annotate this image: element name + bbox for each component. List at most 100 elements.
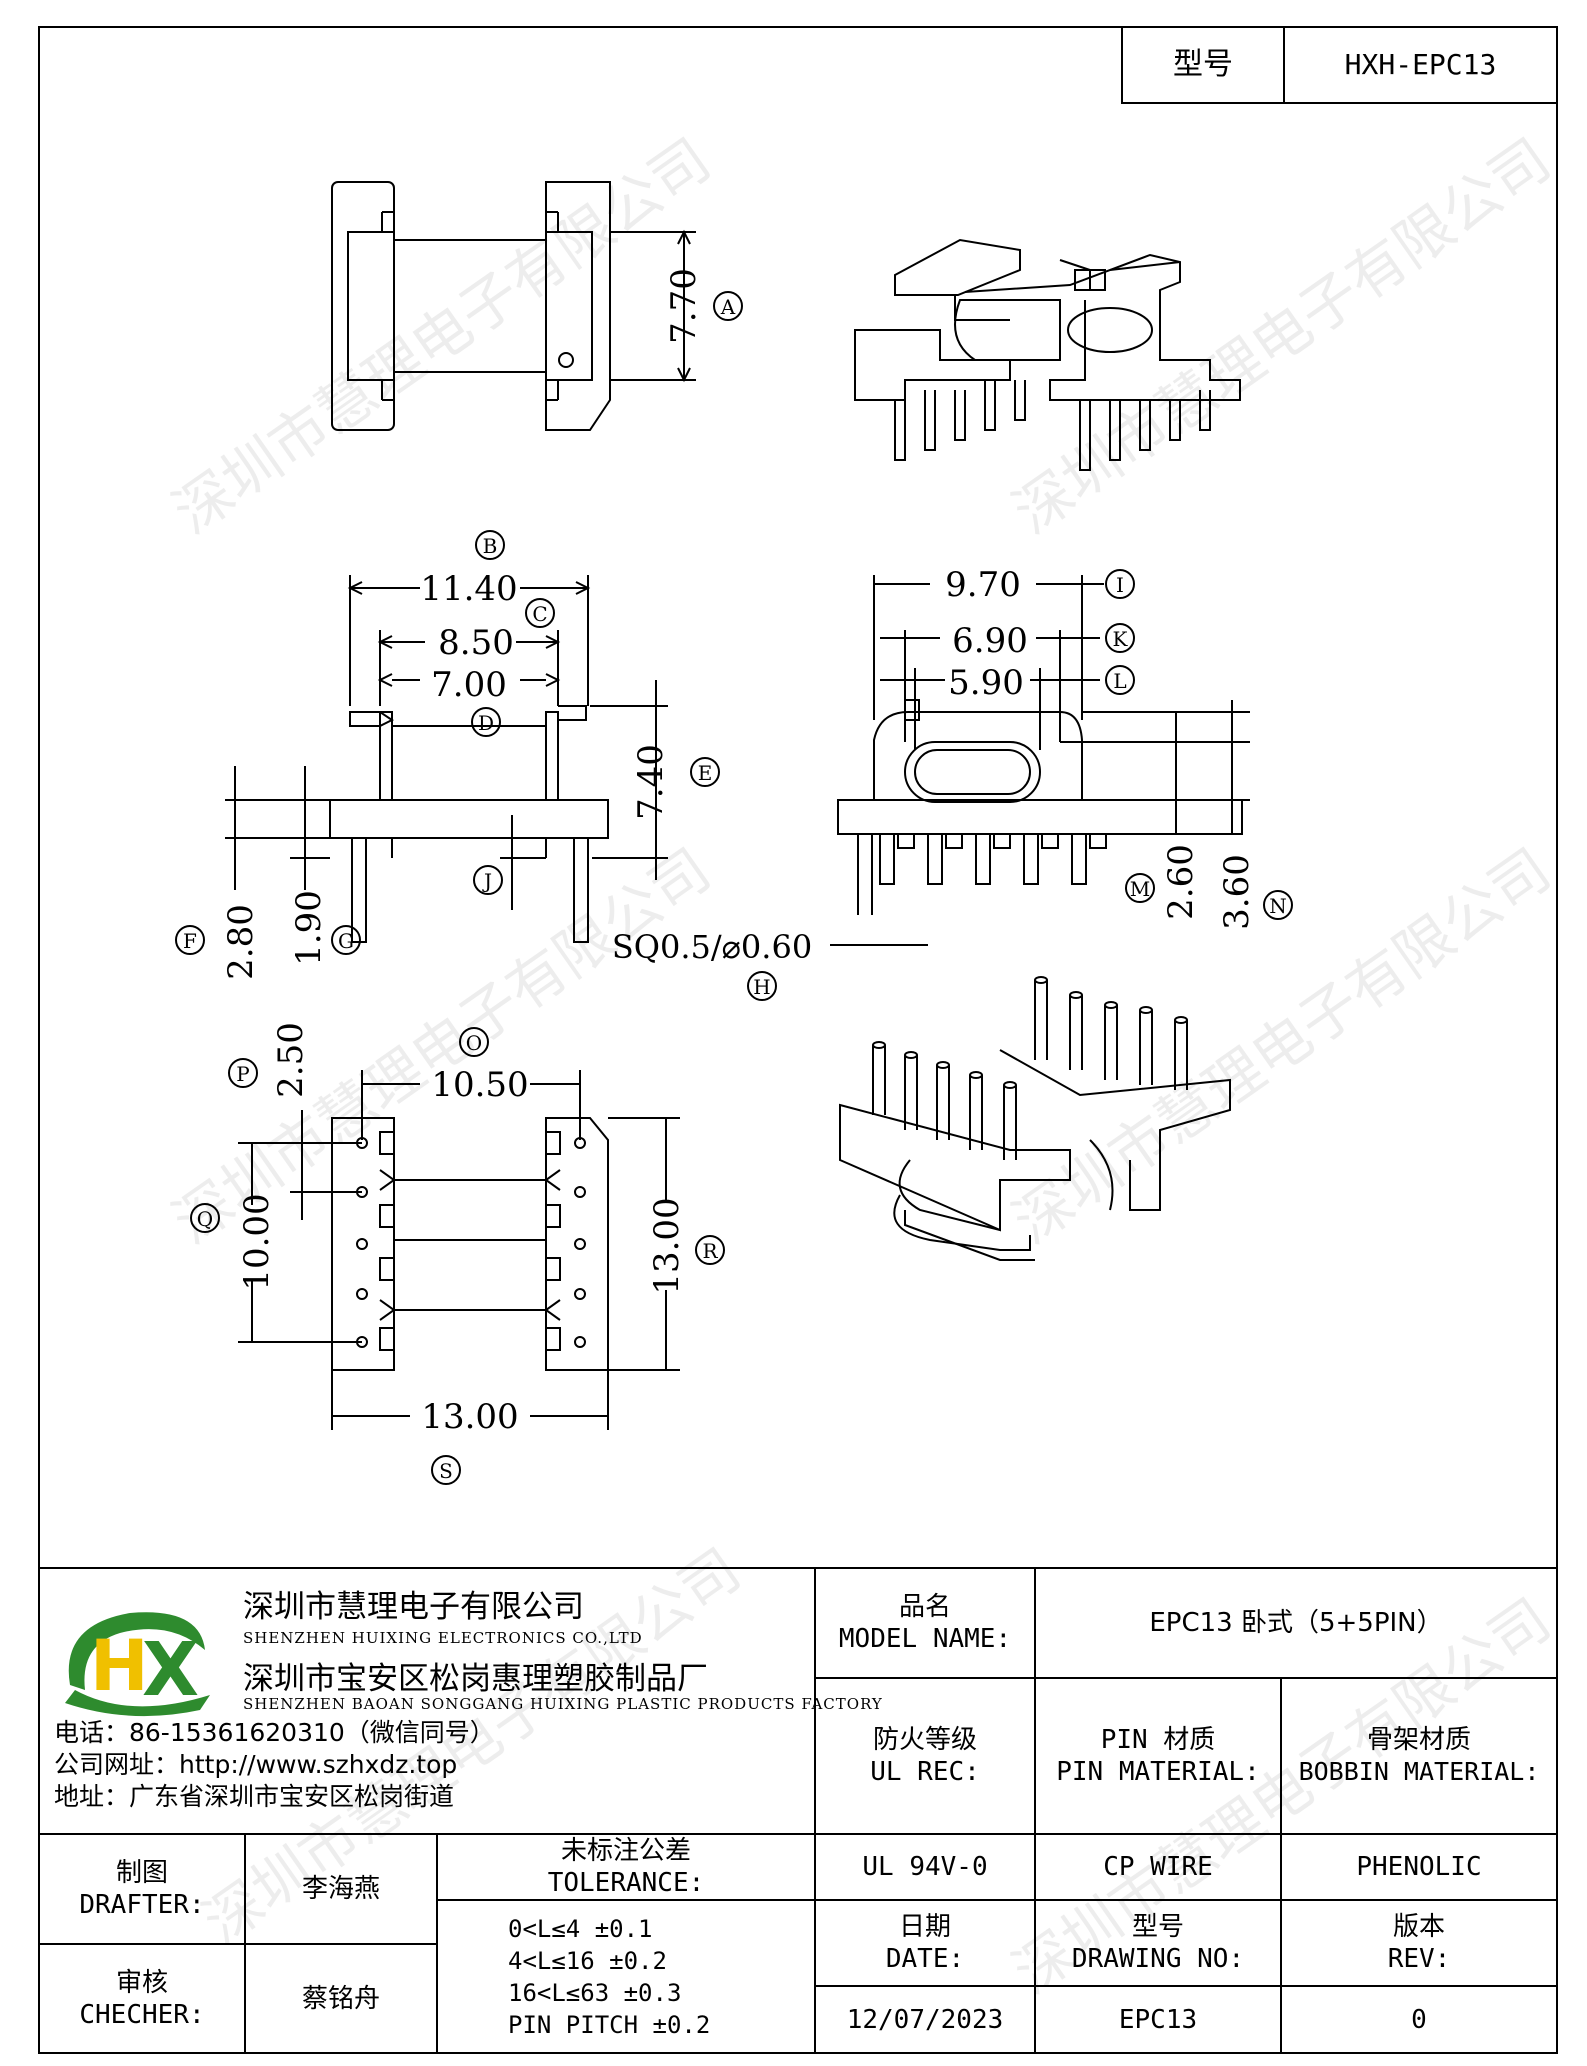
drafter-value: 李海燕 <box>244 1833 438 1945</box>
date-label: 日期 DATE: <box>814 1899 1036 1987</box>
tolerance-row: 16<L≤63 ±0.3 <box>508 1978 682 2007</box>
header-model-value: HXH-EPC13 <box>1283 26 1558 104</box>
model-name-en: MODEL NAME: <box>838 1624 1012 1654</box>
ul-value-text: UL 94V-0 <box>862 1852 988 1882</box>
dim-a-label: A <box>720 295 736 319</box>
dim-g-value: 1.90 <box>289 890 329 966</box>
model-name-value: EPC13 卧式（5+5PIN） <box>1034 1567 1558 1679</box>
drawing-no-en: DRAWING NO: <box>1071 1944 1245 1974</box>
dim-h-label: H <box>753 975 770 999</box>
dim-k-value: 6.90 <box>952 621 1028 661</box>
pin-material-label: PIN 材质 PIN MATERIAL: <box>1034 1677 1282 1835</box>
model-name-value-text: EPC13 卧式（5+5PIN） <box>1149 1608 1443 1638</box>
pin-value: CP WIRE <box>1034 1833 1282 1901</box>
dim-f-label: F <box>183 929 197 953</box>
tolerance-table: 0<L≤4 ±0.1 4<L≤16 ±0.2 16<L≤63 ±0.3 PIN … <box>436 1899 816 2054</box>
rev-value-text: 0 <box>1411 2004 1427 2035</box>
dim-k-label: K <box>1113 627 1129 651</box>
dim-o-label: O <box>466 1031 482 1055</box>
tolerance-en: TOLERANCE: <box>547 1868 705 1898</box>
ul-value: UL 94V-0 <box>814 1833 1036 1901</box>
drafter-label: 制图 DRAFTER: <box>38 1833 246 1945</box>
drawing-no-cn: 型号 <box>1131 1912 1184 1942</box>
pin-material-en: PIN MATERIAL: <box>1056 1757 1260 1787</box>
dim-q-label: Q <box>197 1207 213 1231</box>
header-model-label-text: 型号 <box>1173 47 1233 82</box>
drafter-en: DRAFTER: <box>79 1890 205 1920</box>
isometric-view-bottom <box>839 976 1231 1261</box>
company-address: 地址：广东省深圳市宝安区松岗街道 <box>54 1782 455 1811</box>
dim-p-value: 2.50 <box>271 1022 311 1098</box>
side-view: 7.70 A <box>331 181 743 431</box>
checker-name: 蔡铭舟 <box>301 1983 380 2014</box>
rev-cn: 版本 <box>1392 1912 1445 1942</box>
company-website: 公司网址：http://www.szhxdz.top <box>54 1750 458 1779</box>
drawing-no-value: EPC13 <box>1034 1985 1282 2054</box>
dim-p-label: P <box>236 1062 249 1086</box>
dim-h-value: SQ0.5/⌀0.60 <box>612 928 812 966</box>
bobbin-material-cn: 骨架材质 <box>1366 1725 1471 1755</box>
company-info: H X 深圳市慧理电子有限公司 SHENZHEN HUIXING ELECTRO… <box>40 1573 882 1835</box>
model-name-cn: 品名 <box>898 1592 951 1622</box>
logo-h: H <box>90 1625 149 1707</box>
dim-i-label: I <box>1116 573 1124 597</box>
dim-n-label: N <box>1269 894 1287 918</box>
rev-en: REV: <box>1387 1944 1451 1974</box>
drawing-no-label: 型号 DRAWING NO: <box>1034 1899 1282 1987</box>
bobbin-value: PHENOLIC <box>1280 1833 1558 1901</box>
ul-rec-en: UL REC: <box>870 1757 980 1787</box>
tolerance-row: 0<L≤4 ±0.1 <box>508 1914 653 1943</box>
checker-en: CHECHER: <box>79 1999 205 2030</box>
dim-e-label: E <box>698 761 713 785</box>
dim-s-label: S <box>439 1459 453 1483</box>
dim-n-value: 3.60 <box>1217 854 1257 930</box>
bobbin-material-en: BOBBIN MATERIAL: <box>1298 1757 1540 1786</box>
bobbin-value-text: PHENOLIC <box>1356 1852 1482 1882</box>
company-logo: H X <box>65 1612 210 1717</box>
dim-c-label: C <box>532 602 547 626</box>
date-value: 12/07/2023 <box>814 1985 1036 2054</box>
tolerance-cn: 未标注公差 <box>560 1836 691 1866</box>
rev-value: 0 <box>1280 1985 1558 2054</box>
bottom-view: 10.50 O 2.50 P 10.00 Q 13.00 R 13.00 S <box>190 1022 725 1485</box>
front-view: 11.40 B 8.50 C 7.00 D 7.40 E J <box>175 530 720 980</box>
tolerance-row: 4<L≤16 ±0.2 <box>508 1946 667 1975</box>
company-name-cn: 深圳市慧理电子有限公司 <box>243 1589 584 1625</box>
date-value-text: 12/07/2023 <box>846 2004 1004 2035</box>
bobbin-material-label: 骨架材质 BOBBIN MATERIAL: <box>1280 1677 1558 1835</box>
company-box <box>38 1567 816 1835</box>
dim-e-value: 7.40 <box>631 744 671 820</box>
header-model-value-text: HXH-EPC13 <box>1344 48 1497 81</box>
date-en: DATE: <box>885 1944 965 1974</box>
drafter-cn: 制图 <box>115 1858 168 1888</box>
company-name-en: SHENZHEN HUIXING ELECTRONICS CO.,LTD <box>243 1629 643 1647</box>
rev-label: 版本 REV: <box>1280 1899 1558 1987</box>
end-view: 9.70 I 6.90 K 5.90 L 2.60 3.60 M N SQ0.5 <box>612 565 1293 1001</box>
ul-rec-label: 防火等级 UL REC: <box>814 1677 1036 1835</box>
drafter-name: 李海燕 <box>301 1874 380 1904</box>
checker-label: 审核 CHECHER: <box>38 1943 246 2054</box>
factory-name-cn: 深圳市宝安区松岗惠理塑胶制品厂 <box>243 1661 708 1697</box>
factory-name-en: SHENZHEN BAOAN SONGGANG HUIXING PLASTIC … <box>243 1695 883 1713</box>
dim-d-label: D <box>478 711 494 735</box>
dim-g-label: G <box>338 929 354 953</box>
dim-i-value: 9.70 <box>945 565 1021 605</box>
pin-material-cn: PIN 材质 <box>1100 1725 1216 1755</box>
dim-o-value: 10.50 <box>431 1065 528 1105</box>
dim-r-value: 13.00 <box>647 1197 687 1294</box>
dim-l-label: L <box>1113 669 1126 693</box>
dim-d-value: 7.00 <box>431 665 507 705</box>
dim-m-label: M <box>1130 877 1150 901</box>
dim-b-value: 11.40 <box>420 569 517 609</box>
dim-j-label: J <box>482 869 492 893</box>
dim-f-value: 2.80 <box>221 904 261 980</box>
company-phone: 电话：86-15361620310（微信同号） <box>54 1718 495 1747</box>
date-cn: 日期 <box>898 1912 951 1942</box>
logo-x: X <box>142 1627 199 1713</box>
technical-drawing: 7.70 A <box>175 181 1293 1485</box>
tolerance-label: 未标注公差 TOLERANCE: <box>436 1833 816 1901</box>
dim-m-value: 2.60 <box>1161 844 1201 920</box>
dim-c-value: 8.50 <box>438 623 514 663</box>
ul-rec-cn: 防火等级 <box>872 1725 977 1755</box>
dim-q-value: 10.00 <box>237 1193 277 1290</box>
